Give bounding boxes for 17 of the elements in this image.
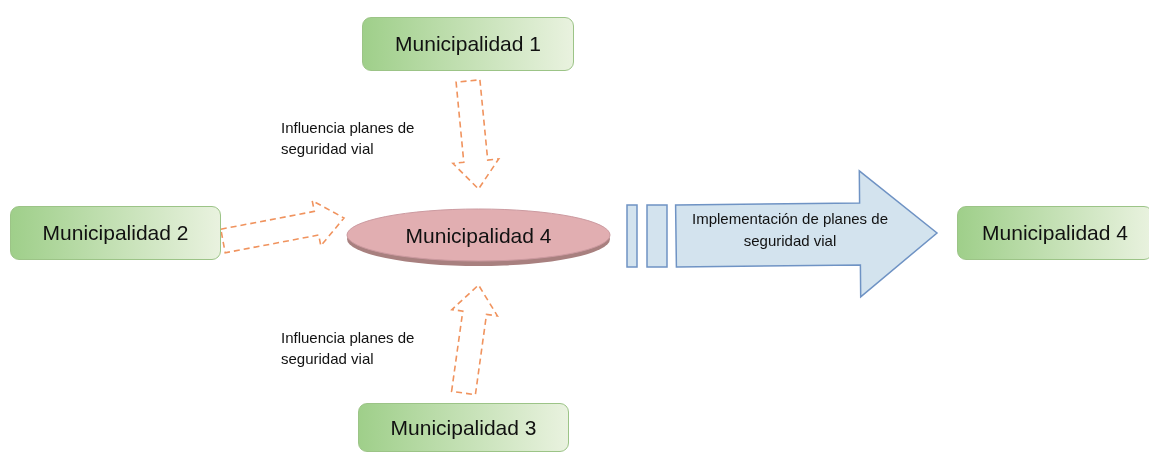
node-label: Municipalidad 4 bbox=[405, 224, 552, 248]
edge-label: Implementación de planes de seguridad vial bbox=[691, 209, 889, 251]
municipality-box bbox=[358, 403, 569, 452]
node-label: Municipalidad 1 bbox=[395, 32, 541, 56]
block-arrow bbox=[626, 169, 939, 299]
hollow-arrow bbox=[451, 78, 501, 191]
hollow-arrow bbox=[219, 199, 346, 254]
node-label: Municipalidad 3 bbox=[390, 415, 537, 440]
municipality-box bbox=[957, 206, 1149, 260]
municipality-box bbox=[10, 206, 221, 260]
edge-label: Influencia planes de seguridad vial bbox=[281, 118, 416, 159]
municipality-box bbox=[362, 17, 574, 71]
edge-label: Influencia planes de seguridad vial bbox=[281, 328, 416, 369]
node-label: Municipalidad 2 bbox=[42, 221, 189, 245]
node-label: Municipalidad 4 bbox=[982, 221, 1128, 245]
ellipse-node bbox=[346, 205, 611, 267]
hollow-arrow bbox=[450, 283, 499, 396]
